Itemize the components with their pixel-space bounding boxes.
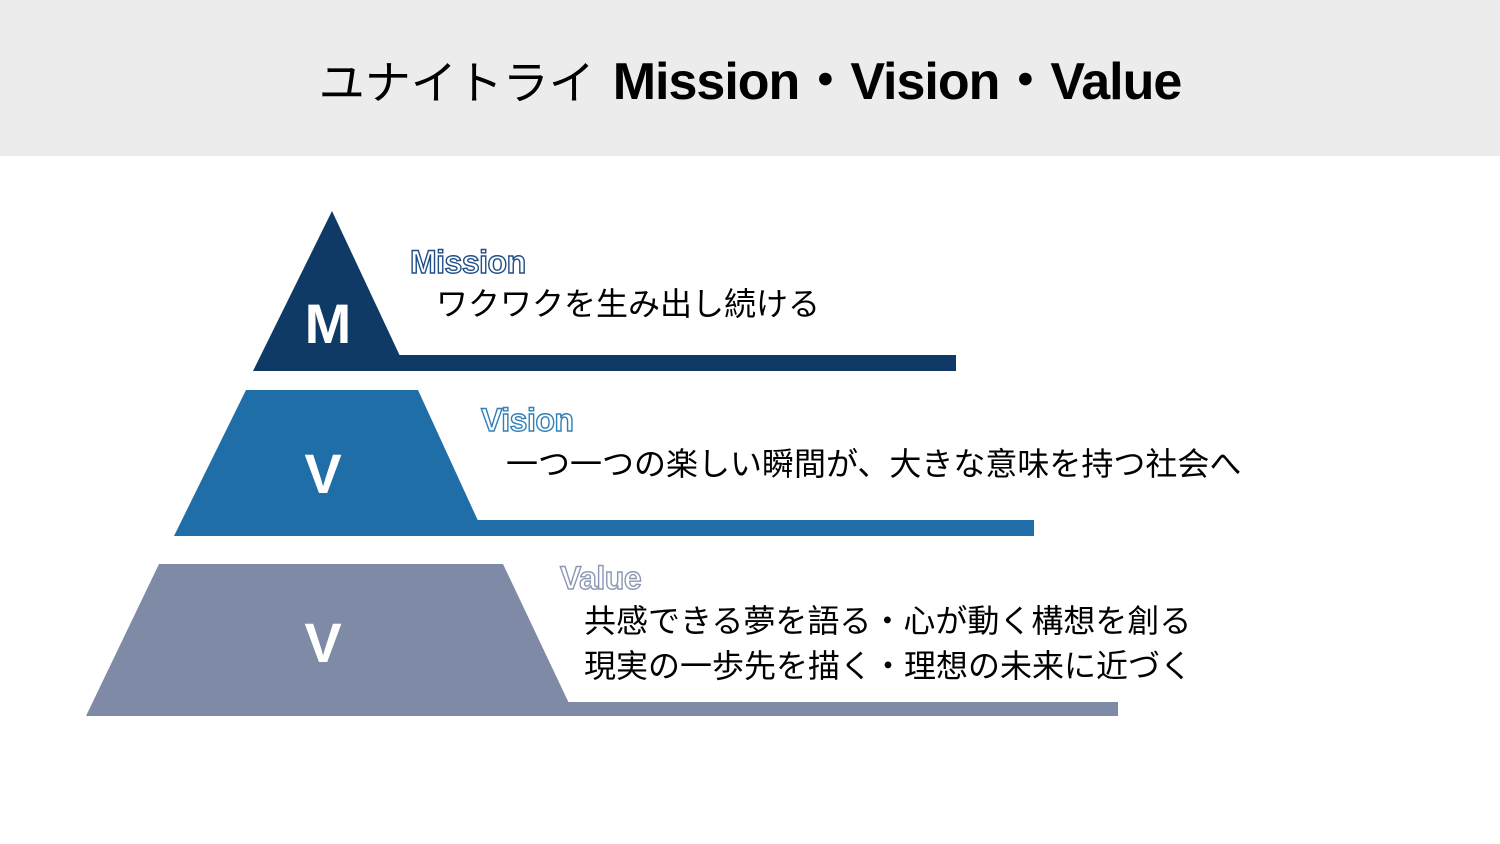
value-letter: V — [304, 611, 341, 674]
title-mvv: Mission・Vision・Value — [612, 53, 1183, 111]
mission-letter: M — [305, 292, 352, 355]
mission-statement: ワクワクを生み出し続ける — [436, 285, 821, 323]
vision-statement: 一つ一つの楽しい瞬間が、大きな意味を持つ社会へ — [506, 445, 1242, 483]
value-underline-bar — [560, 702, 1118, 716]
vision-label: Vision — [480, 401, 574, 438]
page-title: ユナイトライ Mission・Vision・Value — [0, 52, 1500, 113]
pyramid-tier-mission: M — [253, 211, 956, 371]
pyramid-tier-vision: V — [174, 390, 1034, 536]
vision-letter: V — [304, 442, 341, 505]
value-statement-line-2: 現実の一歩先を描く・理想の未来に近づく — [584, 647, 1193, 685]
vision-trapezoid — [174, 390, 485, 536]
mission-label: Mission — [409, 243, 527, 280]
value-label: Value — [559, 559, 642, 596]
header-band — [0, 0, 1500, 156]
value-statement-line-1: 共感できる夢を語る・心が動く構想を創る — [584, 602, 1192, 640]
vision-underline-bar — [470, 520, 1034, 536]
mission-underline-bar — [390, 355, 956, 371]
mission-triangle — [253, 211, 407, 371]
title-company-name: ユナイトライ — [318, 56, 595, 110]
pyramid-tier-value: V — [86, 564, 1118, 716]
value-trapezoid — [86, 564, 575, 716]
